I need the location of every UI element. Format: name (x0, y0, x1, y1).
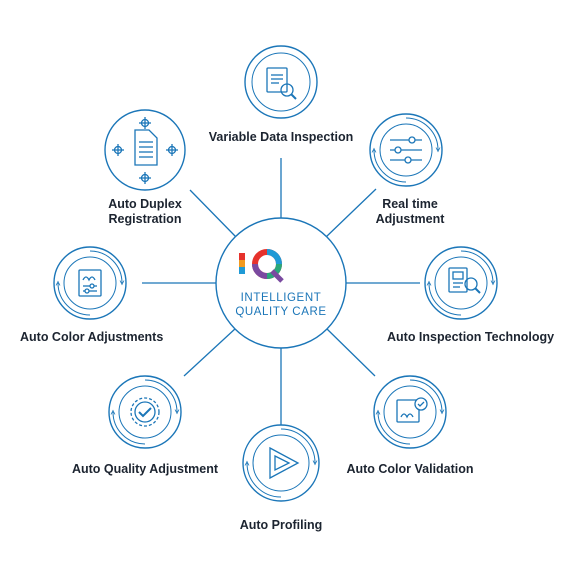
node-auto-profiling (242, 424, 320, 502)
node-auto-color-adjustments (53, 246, 127, 320)
label-auto-color-validation: Auto Color Validation (346, 462, 474, 476)
label-variable-data-inspection: Variable Data Inspection (208, 130, 354, 144)
label-auto-duplex-registration: Auto Duplex Registration (108, 197, 182, 226)
label-auto-inspection-technology: Auto Inspection Technology (387, 330, 555, 344)
play-triangle-icon (269, 446, 300, 480)
document-crosshair-icon (112, 117, 178, 184)
iq-logo-mark (239, 249, 284, 283)
label-real-time-adjustment: Real time Adjustment (375, 197, 445, 226)
color-check-icon (396, 397, 428, 423)
connector-bottom-right (325, 327, 376, 377)
badge-check-icon (130, 397, 160, 427)
sliders-icon (390, 136, 422, 164)
label-auto-quality-adjustment: Auto Quality Adjustment (71, 462, 219, 476)
document-chart-magnifier-icon (448, 267, 481, 294)
color-sliders-icon (78, 269, 102, 297)
node-auto-inspection-technology (424, 246, 498, 320)
node-real-time-adjustment (369, 113, 443, 187)
connector-top-left (189, 189, 237, 238)
document-magnifier-icon (266, 67, 297, 100)
node-auto-quality-adjustment (108, 375, 182, 449)
center-circle (215, 217, 347, 349)
logo-line-quality-care: QUALITY CARE (235, 306, 327, 318)
label-auto-color-adjustments: Auto Color Adjustments (20, 330, 164, 344)
node-auto-duplex-registration (104, 109, 186, 191)
connector-top-right (325, 188, 377, 238)
connector-bottom-left (183, 327, 237, 377)
node-auto-color-validation (373, 375, 447, 449)
connector-lines (142, 158, 420, 425)
label-auto-profiling: Auto Profiling (239, 518, 323, 532)
node-variable-data-inspection (244, 45, 318, 119)
logo-line-intelligent: INTELLIGENT (240, 292, 322, 304)
